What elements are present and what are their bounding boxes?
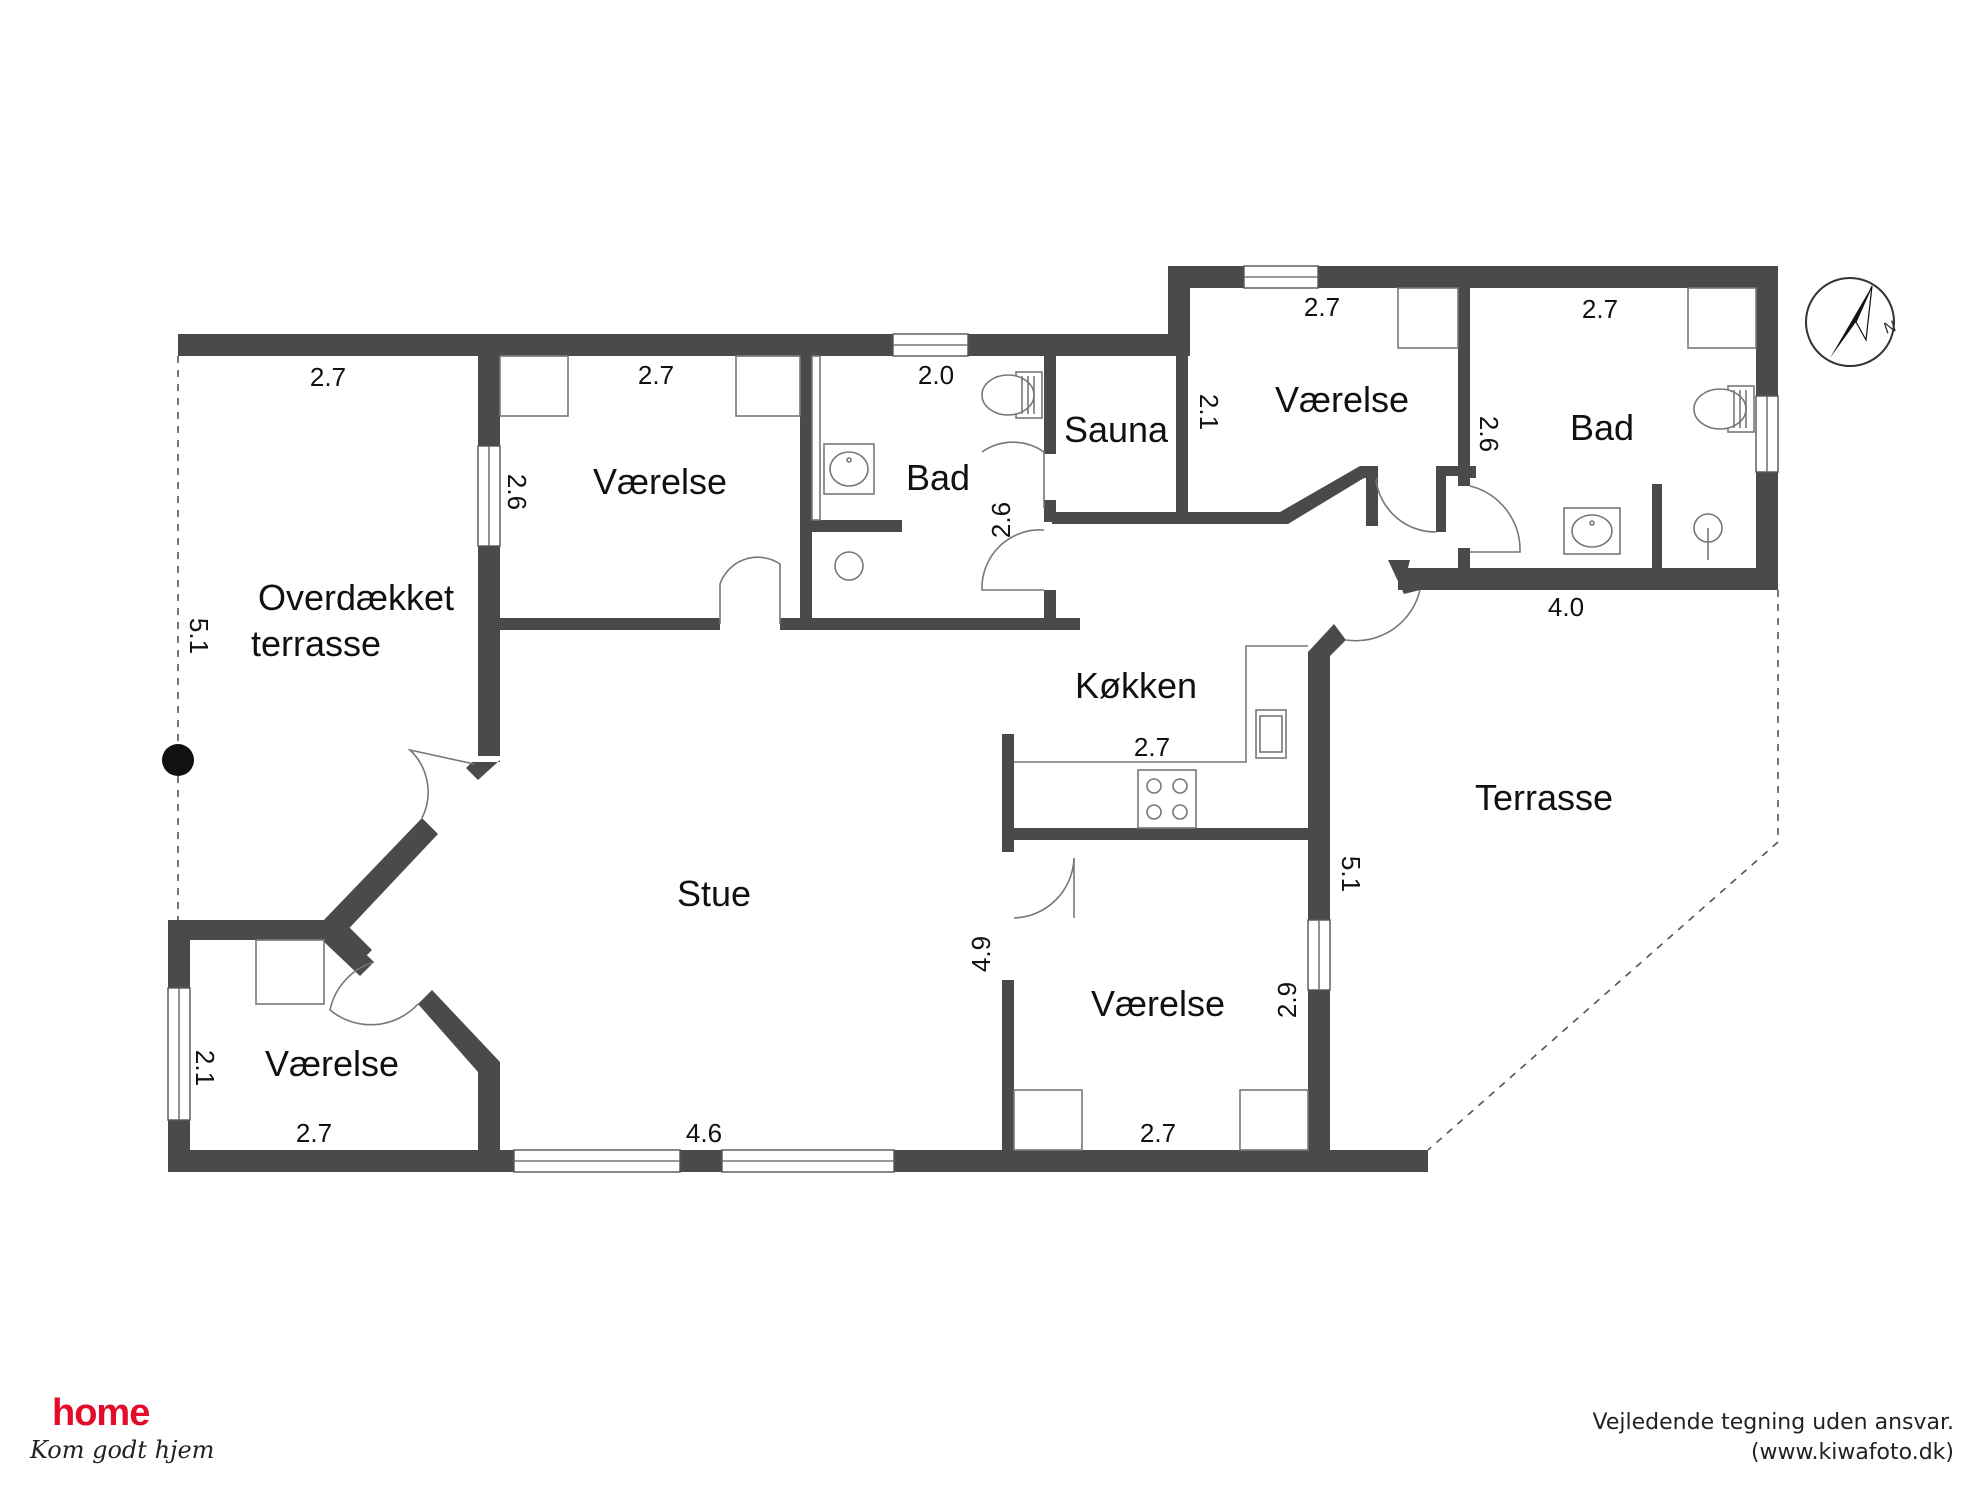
- brand-tagline: Kom godt hjem: [30, 1436, 215, 1464]
- dimension-label: 2.7: [310, 362, 346, 392]
- dimension-label: 2.7: [1304, 292, 1340, 322]
- wardrobe: [1013, 1089, 1083, 1151]
- dimension-label: 2.6: [1474, 416, 1504, 452]
- dimension-label: 2.7: [638, 360, 674, 390]
- room-label-bad-right: Bad: [1570, 407, 1634, 448]
- terrace-edge: [1427, 590, 1779, 1151]
- door-swing: [1013, 857, 1075, 919]
- cooktop: [1137, 769, 1197, 829]
- dimension-label: 2.0: [918, 360, 954, 390]
- fixtures: [162, 287, 1779, 1151]
- dimension-label: 2.7: [296, 1118, 332, 1148]
- room-label-overdaekket-line1: Overdækket: [258, 577, 454, 618]
- dimension-label: 2.6: [502, 474, 532, 510]
- wardrobe: [499, 355, 569, 417]
- shower-rail: [811, 355, 821, 521]
- wardrobe: [1397, 287, 1459, 349]
- brand-name: home: [52, 1392, 150, 1434]
- room-label-vaerelse-bottom-mid: Værelse: [1091, 983, 1225, 1024]
- kitchen-counter: [1014, 645, 1308, 763]
- room-label-sauna: Sauna: [1064, 409, 1169, 450]
- room-label-stue: Stue: [677, 873, 751, 914]
- dimension-label: 2.6: [986, 502, 1016, 538]
- dimension-label: 2.1: [190, 1050, 220, 1086]
- door-swing: [981, 529, 1045, 591]
- dimension-label: 2.7: [1134, 732, 1170, 762]
- walls: [168, 266, 1778, 1172]
- compass: N: [1805, 277, 1898, 367]
- door-swing: [719, 556, 781, 624]
- room-label-vaerelse-bottom-left: Værelse: [265, 1043, 399, 1084]
- room-label-koekken: Køkken: [1075, 665, 1197, 706]
- room-labels: Overdækket terrasse Værelse Bad Sauna Væ…: [251, 379, 1634, 1084]
- wardrobe: [735, 355, 801, 417]
- dimension-label: 4.9: [966, 936, 996, 972]
- door-swing: [1345, 589, 1421, 642]
- door-swing: [981, 441, 1045, 508]
- door-swing: [1469, 485, 1521, 553]
- room-label-vaerelse-top-left: Værelse: [593, 461, 727, 502]
- dimension-label: 4.6: [686, 1118, 722, 1148]
- dimension-label: 5.1: [1336, 856, 1366, 892]
- room-label-vaerelse-top-right: Værelse: [1275, 379, 1409, 420]
- room-label-overdaekket-line2: terrasse: [251, 623, 381, 664]
- dimension-label: 5.1: [184, 618, 214, 654]
- washbasin: [1563, 507, 1621, 555]
- drain: [834, 551, 864, 581]
- room-label-terrasse: Terrasse: [1475, 777, 1613, 818]
- wardrobe: [255, 939, 325, 1005]
- doors: [329, 441, 1521, 1026]
- washbasin: [823, 443, 875, 495]
- location-marker: [162, 744, 194, 776]
- wardrobe: [1687, 287, 1757, 349]
- dimension-label: 4.0: [1548, 592, 1584, 622]
- compass-needle-icon: [1830, 286, 1872, 358]
- dimension-labels: 2.7 5.1 2.7 2.6 2.0 2.6 2.7 2.1 2.7 2.6 …: [184, 292, 1618, 1148]
- dimension-label: 2.7: [1582, 294, 1618, 324]
- disclaimer-line-2: (www.kiwafoto.dk): [1750, 1440, 1954, 1465]
- compass-label: N: [1882, 318, 1898, 338]
- dimension-label: 2.9: [1272, 982, 1302, 1018]
- wardrobe: [1239, 1089, 1309, 1151]
- room-label-bad-left: Bad: [906, 457, 970, 498]
- toilet: [1693, 385, 1755, 433]
- door-swing: [407, 748, 475, 819]
- windows: [167, 265, 1779, 1173]
- kitchen-sink: [1255, 709, 1287, 759]
- disclaimer: Vejledende tegning uden ansvar. (www.kiw…: [1534, 1408, 1954, 1468]
- toilet: [981, 371, 1043, 419]
- dimension-label: 2.7: [1140, 1118, 1176, 1148]
- dimension-label: 2.1: [1194, 394, 1224, 430]
- door-swing: [1375, 477, 1437, 533]
- disclaimer-line-1: Vejledende tegning uden ansvar.: [1592, 1410, 1954, 1435]
- door-swing: [329, 961, 419, 1026]
